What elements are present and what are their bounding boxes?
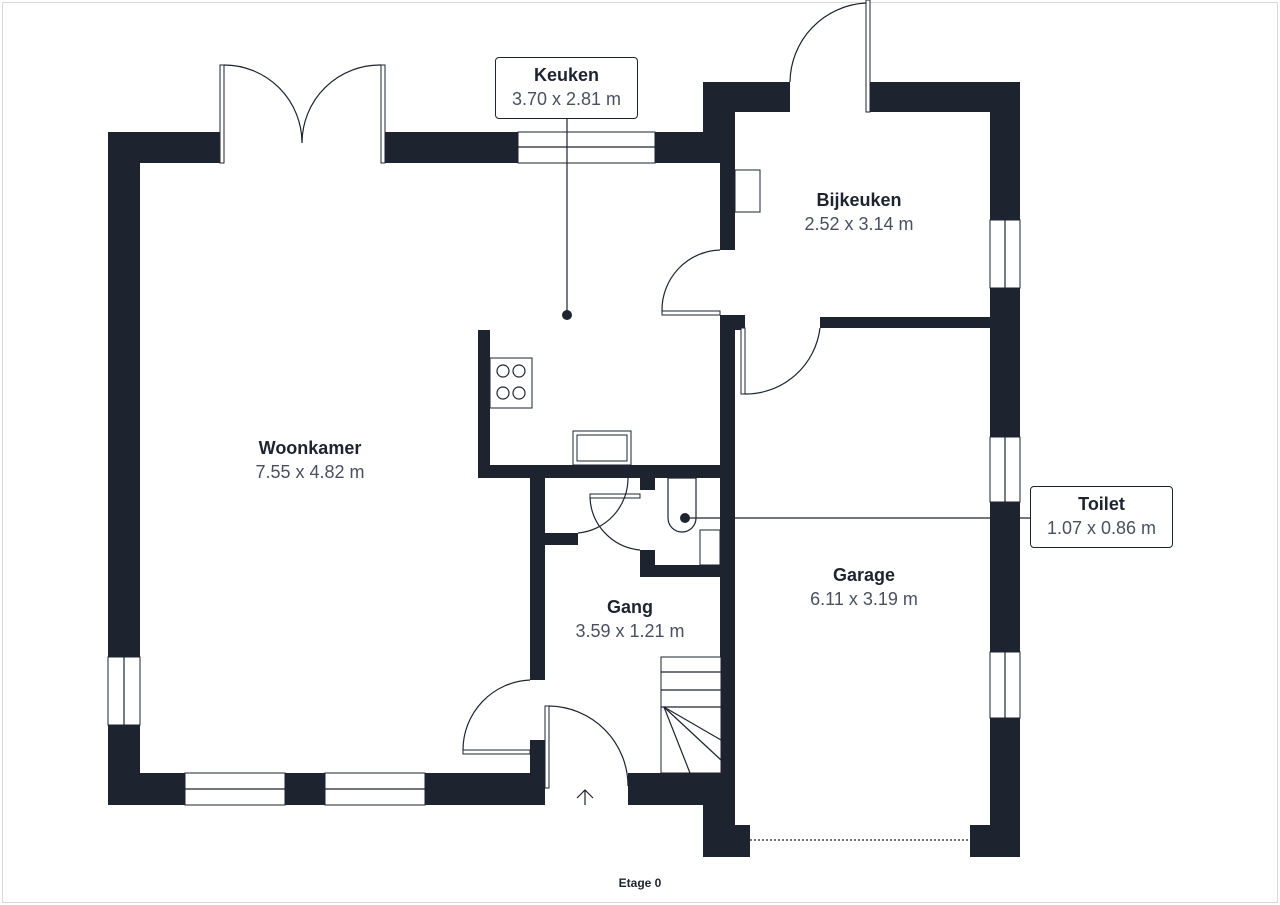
- room-name: Garage: [832, 565, 896, 585]
- washbasin-icon: [699, 529, 721, 566]
- room-name: Bijkeuken: [816, 190, 902, 210]
- room-dimensions: 7.55 x 4.82 m: [255, 462, 365, 482]
- room-name: Woonkamer: [258, 438, 362, 458]
- doors: [219, 0, 871, 789]
- entrance-arrow-icon: [576, 789, 594, 805]
- room-dimensions: 2.52 x 3.14 m: [804, 214, 914, 234]
- room-label-garage: Garage 6.11 x 3.19 m: [810, 563, 918, 611]
- walls: [108, 82, 1020, 857]
- room-dimensions: 1.07 x 0.86 m: [1046, 518, 1157, 538]
- room-dimensions: 3.59 x 1.21 m: [575, 621, 685, 641]
- room-dimensions: 3.70 x 2.81 m: [511, 89, 622, 109]
- floor-label: Etage 0: [618, 876, 662, 890]
- leader-lines: [562, 118, 1030, 523]
- windows: [107, 131, 1021, 841]
- room-name: Gang: [606, 597, 654, 617]
- room-name: Toilet: [1078, 494, 1125, 514]
- stairs-icon: [660, 656, 722, 774]
- stove-icon: [489, 357, 533, 409]
- room-label-keuken: Keuken 3.70 x 2.81 m: [495, 57, 638, 119]
- utility-sink-icon: [734, 169, 761, 213]
- room-label-toilet: Toilet 1.07 x 0.86 m: [1030, 486, 1173, 548]
- room-dimensions: 6.11 x 3.19 m: [810, 589, 918, 609]
- room-label-woonkamer: Woonkamer 7.55 x 4.82 m: [255, 436, 364, 484]
- toilet-icon: [667, 477, 697, 533]
- fixtures: [489, 169, 761, 805]
- room-label-gang: Gang 3.59 x 1.21 m: [575, 595, 684, 643]
- room-name: Keuken: [533, 65, 600, 85]
- room-label-bijkeuken: Bijkeuken 2.52 x 3.14 m: [804, 188, 913, 236]
